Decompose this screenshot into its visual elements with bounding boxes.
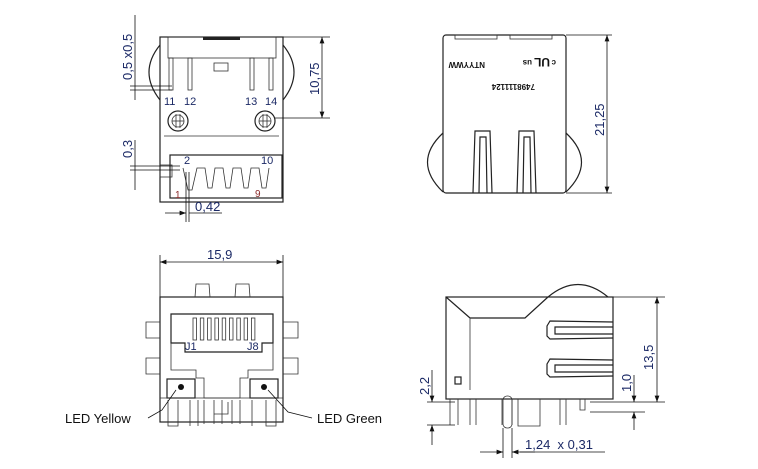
led-green-label: LED Green [317,411,382,426]
led-green [261,384,267,390]
dim-offset-0-3: 0,3 [120,140,135,158]
port-opening [170,313,274,353]
jack-label-j1: J1 [185,341,197,353]
key-slot [213,62,229,72]
top-tab [203,37,240,40]
contact-teeth [182,167,270,191]
top-bar [167,36,277,59]
slot-upper [546,320,614,340]
left-latch-arc [148,44,161,101]
right-latch-arc [565,132,582,193]
contact-slot [221,317,227,341]
peg [502,395,513,429]
slot-lower [546,358,614,378]
body-outline [442,34,567,194]
pin-label-11: 11 [164,96,175,108]
contact-slot [214,317,219,341]
led-yellow [178,384,184,390]
contact-slot [207,317,212,341]
contact-label-10: 10 [261,155,273,167]
latch-arc [547,284,609,298]
dim-pin-length-2-2: 2,2 [417,377,432,395]
mounting-peg-left [167,110,189,132]
contact-label-2: 2 [184,155,190,167]
svg-text:UL: UL [534,55,550,69]
contact-slot [229,317,234,341]
contact-label-1: 1 [175,190,181,201]
top-tab-left [454,34,498,40]
slot-left [472,130,493,194]
body-outline [445,296,614,400]
svg-text:c: c [551,58,556,67]
right-latch-arc [282,44,295,101]
body-outline [159,36,284,203]
left-latch-arc [427,132,444,193]
pin-label-13: 13 [245,96,257,108]
contact-slot [192,317,197,341]
side-tabs [145,321,299,375]
pin-label-12: 12 [184,96,196,108]
dim-pin-size: 0,5 x0,5 [120,34,135,80]
part-number-marking: 7498111124 [491,82,535,91]
led-yellow-label: LED Yellow [65,411,131,426]
contact-slot [199,317,205,341]
dim-length-21-25: 21,25 [592,103,607,136]
view-side: 13,5 1,0 2,2 1,24 x 0,31 [417,284,665,458]
dim-pin-size-1-24: 1,24 x 0,31 [525,437,593,452]
side-pins [449,399,586,427]
contact-block [169,154,283,199]
view-top-left: 11 12 13 14 2 10 1 9 10,75 0,5 x0,5 0,3 [120,15,330,222]
svg-text:us: us [522,58,532,67]
contact-slots [192,317,256,341]
contact-slot [236,317,241,341]
pins [160,397,283,427]
chamfer [445,296,549,319]
small-window [454,376,462,385]
datecode-marking: NTYYWW [448,60,485,69]
contact-label-9: 9 [255,189,261,200]
dim-height-13-5: 13,5 [641,345,656,370]
view-front: 15,9 J1 J8 LED Yellow LED Green [65,247,382,427]
dim-height-10-75: 10,75 [307,62,322,95]
ul-logo: c UL us [522,55,556,69]
tab [159,164,173,178]
pin-label-14: 14 [265,96,277,108]
body-outline [159,296,284,423]
mounting-peg-right [254,110,276,132]
dim-pitch-0-42: 0,42 [195,199,220,214]
contact-slot [250,317,256,341]
jack-label-j8: J8 [247,341,259,353]
slot-right [516,130,537,194]
contact-slot [243,317,249,341]
top-tabs [194,283,251,298]
dim-width-15-9: 15,9 [207,247,232,262]
dim-standoff-1-0: 1,0 [619,374,634,392]
view-top-right: NTYYWW c UL us 7498111124 21,25 [427,34,612,194]
top-tab-right [509,34,553,40]
